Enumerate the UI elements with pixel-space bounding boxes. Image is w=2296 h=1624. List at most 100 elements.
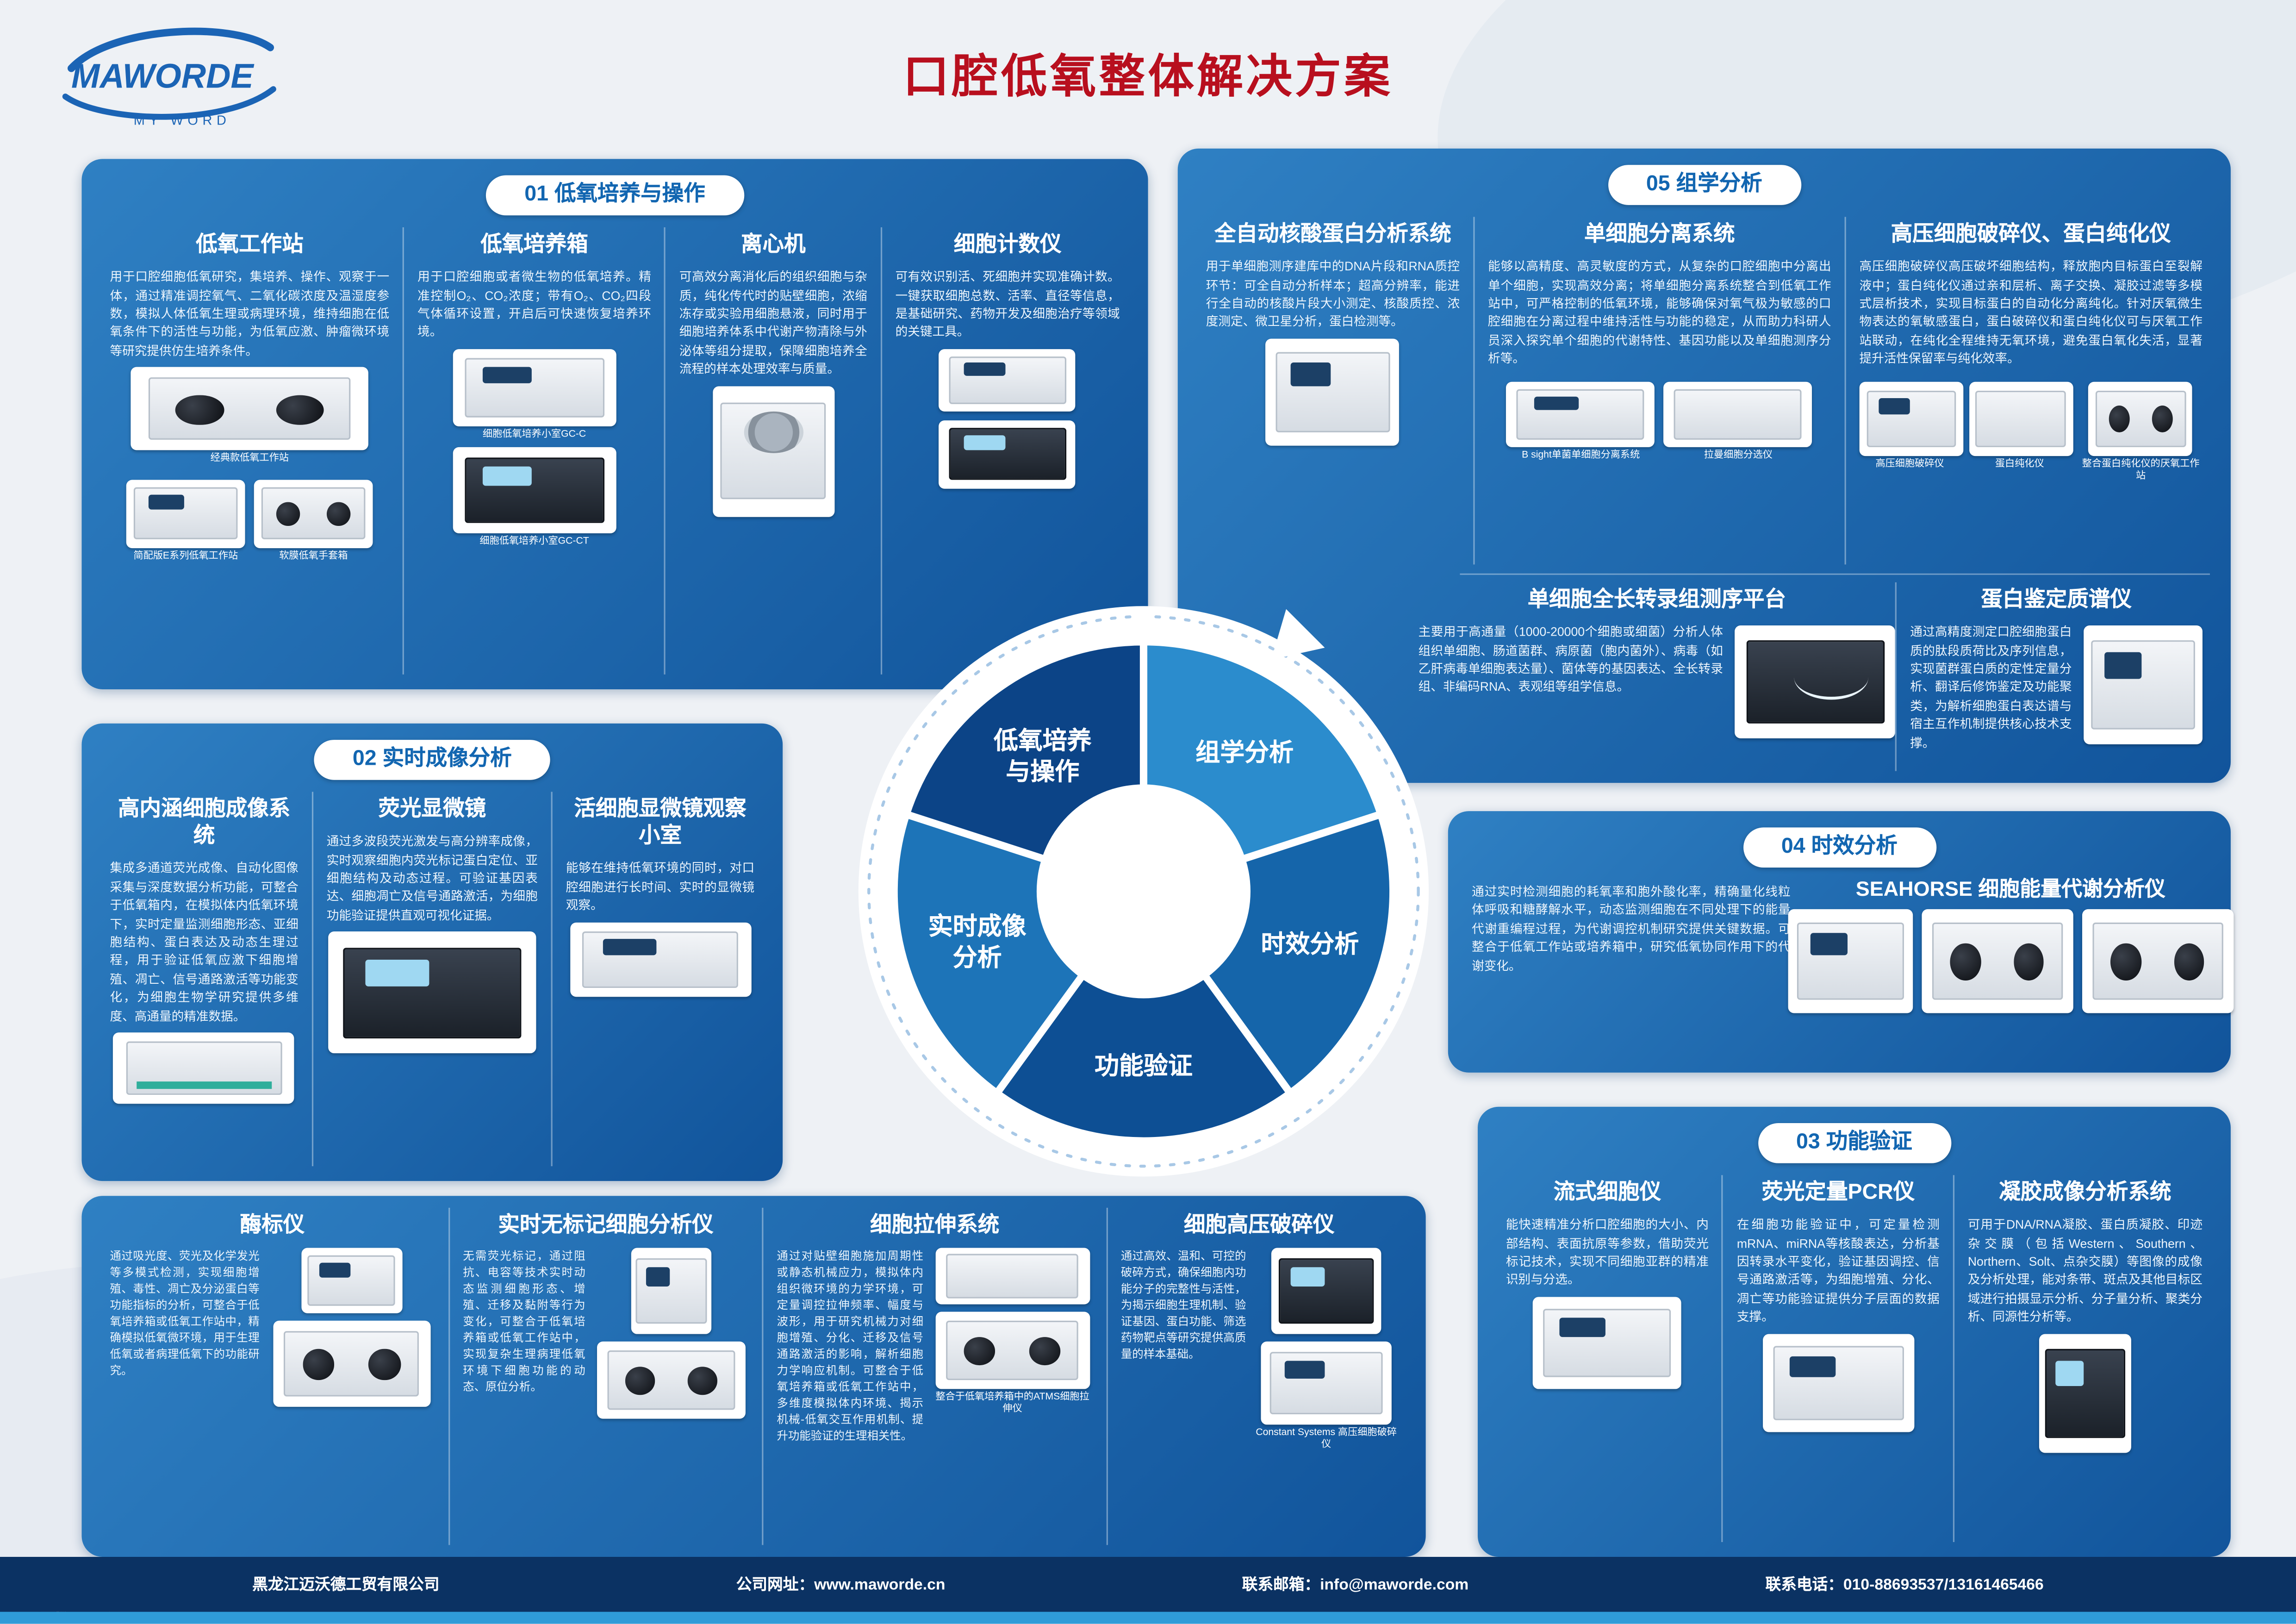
product-photo-workstation-integrated [273, 1321, 430, 1407]
column-title: 酶标仪 [110, 1212, 435, 1239]
column-title: 荧光显微镜 [327, 796, 538, 823]
column-title: 低氧培养箱 [417, 232, 651, 259]
section-04-badge: 04 时效分析 [1742, 827, 1936, 867]
product-photo-disruptor-dark [1271, 1248, 1381, 1334]
column-nucleic-protein-analyzer: 全自动核酸蛋白分析系统 用于单细胞测序建库中的DNA片段和RNA质控环节：可全自… [1193, 217, 1473, 565]
photo-caption: 蛋白纯化仪 [1969, 459, 2070, 471]
column-title: 全自动核酸蛋白分析系统 [1206, 221, 1460, 248]
column-text: 主要用于高通量（1000-20000个细胞或细菌）分析人体组织单细胞、肠道菌群、… [1419, 623, 1723, 697]
photo-caption: 经典款低氧工作站 [110, 454, 389, 466]
column-flow-cytometer: 流式细胞仪 能快速精准分析口腔细胞的大小、内部结构、表面抗原等参数，借助荧光标记… [1493, 1175, 1722, 1542]
product-photo-microplate-reader [301, 1248, 402, 1313]
section-03-badge: 03 功能验证 [1758, 1123, 1951, 1162]
product-photo-hp-disruptor: 高压细胞破碎仪 [1860, 375, 1960, 471]
column-title: 实时无标记细胞分析仪 [463, 1212, 748, 1239]
product-photo-gel-imager [2039, 1334, 2131, 1453]
product-photo-glovebox [597, 1342, 746, 1419]
column-title: 离心机 [679, 232, 867, 259]
column-title: 低氧工作站 [110, 232, 389, 259]
section-05-badge: 05 组学分析 [1607, 165, 1801, 204]
column-text: 能够以高精度、高灵敏度的方式，从复杂的口腔细胞中分离出单个细胞，实现高效分离；将… [1488, 257, 1831, 368]
column-title: 细胞计数仪 [896, 232, 1120, 259]
footer-website: 公司网址：www.maworde.cn [736, 1573, 946, 1595]
section-02-imaging-panel: 02 实时成像分析 高内涵细胞成像系统 集成多通道荧光成像、自动化图像采集与深度… [81, 724, 783, 1181]
product-photo-fluorescence-microscope [328, 932, 536, 1054]
wheel-label-line: 分析 [953, 945, 1002, 972]
product-photo-qpcr [1762, 1334, 1914, 1432]
column-text: 能快速精准分析口腔细胞的大小、内部结构、表面抗原等参数，借助荧光标记技术，实现不… [1506, 1215, 1709, 1289]
footer-accent-strip [0, 1612, 2296, 1624]
product-photo-hypoxia-workstation-b [2082, 909, 2233, 1013]
column-title: 细胞拉伸系统 [777, 1212, 1093, 1239]
column-single-cell-sorting: 单细胞分离系统 能够以高精度、高灵敏度的方式，从复杂的口腔细胞中分离出单个细胞，… [1473, 217, 1844, 565]
product-photo-centrifuge [712, 386, 834, 517]
photo-caption: Constant Systems 高压细胞破碎仪 [1255, 1428, 1398, 1452]
column-title: 蛋白鉴定质谱仪 [1910, 587, 2203, 614]
column-title: 凝胶成像分析系统 [1968, 1180, 2203, 1206]
product-photo-high-content-imager [113, 1033, 294, 1104]
product-photo-gc-c: 细胞低氧培养小室GC-C [417, 349, 651, 442]
brand-tagline: MY WORD [134, 113, 231, 128]
column-hypoxia-workstation: 低氧工作站 用于口腔细胞低氧研究，集培养、操作、观察于一体，通过精准调控氧气、二… [97, 227, 403, 675]
column-text: 通过多波段荧光激发与高分辨率成像，实时观察细胞内荧光标记蛋白定位、亚细胞结构及动… [327, 832, 538, 924]
column-text: 通过对贴壁细胞施加周期性或静态机械应力，模拟体内组织微环境的力学环境，可定量调控… [777, 1248, 923, 1444]
photo-caption: 细胞低氧培养小室GC-C [417, 429, 651, 441]
wheel-label-line: 功能验证 [1095, 1053, 1193, 1080]
column-text: 用于单细胞测序建库中的DNA片段和RNA质控环节：可全自动分析样本；超高分辨率，… [1206, 257, 1460, 331]
product-photo-protein-purifier: 蛋白纯化仪 [1969, 375, 2070, 471]
wheel-label-line: 低氧培养 [994, 728, 1092, 755]
column-text: 用于口腔细胞低氧研究，集培养、操作、观察于一体，通过精准调控氧气、二氧化碳浓度及… [110, 268, 389, 360]
section-02-badge: 02 实时成像分析 [314, 740, 550, 779]
photo-caption: 整合于低氧培养箱中的ATMS细胞拉伸仪 [932, 1392, 1093, 1417]
photo-caption: 整合蛋白纯化仪的厌氧工作站 [2079, 459, 2203, 483]
column-text: 可用于DNA/RNA凝胶、蛋白质凝胶、印迹杂交膜（包括Western、South… [1968, 1215, 2203, 1326]
wheel-label-line: 时效分析 [1261, 931, 1359, 958]
seahorse-title: SEAHORSE 细胞能量代谢分析仪 [1808, 874, 2213, 903]
column-title: 高内涵细胞成像系统 [110, 796, 298, 850]
product-photo-workstation-classic: 经典款低氧工作站 [110, 368, 389, 466]
wheel-graphic [832, 580, 1456, 1204]
column-title: 细胞高压破碎仪 [1121, 1212, 1398, 1239]
wheel-segment-function: 功能验证 [1054, 1052, 1232, 1084]
product-photo-live-cell-chamber [570, 922, 751, 996]
product-photo-hypoxia-workstation-a [1922, 909, 2073, 1013]
column-text: 能够在维持低氧环境的同时，对口腔细胞进行长时间、实时的显微镜观察。 [566, 859, 754, 915]
wheel-segment-time-effect: 时效分析 [1221, 930, 1399, 962]
column-text: 通过高效、温和、可控的破碎方式，确保细胞内功能分子的完整性与活性，为揭示细胞生理… [1121, 1248, 1246, 1362]
column-label-free-analyzer: 实时无标记细胞分析仪 无需荧光标记，通过阻抗、电容等技术实时动态监测细胞形态、增… [448, 1208, 762, 1545]
photo-caption: B sight单菌单细胞分离系统 [1506, 450, 1655, 462]
product-photo-mass-spectrometer [2084, 625, 2203, 744]
photo-caption: 软膜低氧手套箱 [254, 550, 373, 562]
product-photo-seahorse-analyzer [1788, 909, 1913, 1013]
column-text: 高压细胞破碎仪高压破坏细胞结构，释放胞内目标蛋白至裂解液中；蛋白纯化仪通过亲和层… [1860, 257, 2203, 368]
column-live-cell-chamber: 活细胞显微镜观察小室 能够在维持低氧环境的同时，对口腔细胞进行长时间、实时的显微… [551, 792, 768, 1166]
wheel-segment-imaging: 实时成像 分析 [888, 912, 1066, 976]
column-text: 在细胞功能验证中，可定量检测mRNA、miRNA等核酸表达，分析基因转录水平变化… [1737, 1215, 1940, 1326]
column-hypoxia-incubator: 低氧培养箱 用于口腔细胞或者微生物的低氧培养。精准控制O₂、CO₂浓度；带有O₂… [403, 227, 665, 675]
product-photo-sequencing-platform [1735, 625, 1896, 738]
column-mass-spectrometer: 蛋白鉴定质谱仪 通过高精度测定口腔细胞蛋白质的肽段质荷比及序列信息，实现菌群蛋白… [1895, 582, 2216, 771]
column-fluorescence-microscope: 荧光显微镜 通过多波段荧光激发与高分辨率成像，实时观察细胞内荧光标记蛋白定位、亚… [312, 792, 551, 1166]
photo-caption: 细胞低氧培养小室GC-CT [417, 537, 651, 549]
column-qpcr: 荧光定量PCR仪 在细胞功能验证中，可定量检测mRNA、miRNA等核酸表达，分… [1722, 1175, 1953, 1542]
product-photo-raman-sorter: 拉曼细胞分选仪 [1664, 375, 1812, 462]
product-photo-atms-stretcher: 整合于低氧培养箱中的ATMS细胞拉伸仪 [932, 1305, 1093, 1417]
product-photo-rtca [631, 1248, 711, 1334]
photo-caption: 高压细胞破碎仪 [1860, 459, 1960, 471]
column-high-content-imaging: 高内涵细胞成像系统 集成多通道荧光成像、自动化图像采集与深度数据分析功能，可整合… [97, 792, 312, 1166]
footer-company: 黑龙江迈沃德工贸有限公司 [252, 1573, 439, 1595]
column-text: 用于口腔细胞或者微生物的低氧培养。精准控制O₂、CO₂浓度；带有O₂、CO₂四段… [417, 268, 651, 342]
product-photo-stretcher-plate [935, 1248, 1090, 1305]
photo-caption: 拉曼细胞分选仪 [1664, 450, 1812, 462]
column-title: 单细胞分离系统 [1488, 221, 1831, 248]
column-hp-cell-disruptor: 细胞高压破碎仪 通过高效、温和、可控的破碎方式，确保细胞内功能分子的完整性与活性… [1106, 1208, 1411, 1545]
product-photo-bsight: B sight单菌单细胞分离系统 [1506, 375, 1655, 462]
column-text: 集成多通道荧光成像、自动化图像采集与深度数据分析功能，可整合于低氧箱内，在模拟体… [110, 859, 298, 1025]
product-photo-flow-cytometer [1533, 1297, 1681, 1389]
solution-wheel-diagram: 低氧培养 与操作 组学分析 时效分析 功能验证 实时成像 分析 [832, 580, 1456, 1204]
wheel-label-line: 与操作 [1006, 760, 1079, 787]
column-text: 无需荧光标记，通过阻抗、电容等技术实时动态监测细胞形态、增殖、迁移及黏附等行为变… [463, 1248, 585, 1395]
column-text: 可有效识别活、死细胞并实现准确计数。一键获取细胞总数、活率、直径等信息，是基础研… [896, 268, 1120, 342]
photo-caption: 简配版E系列低氧工作站 [126, 550, 245, 562]
